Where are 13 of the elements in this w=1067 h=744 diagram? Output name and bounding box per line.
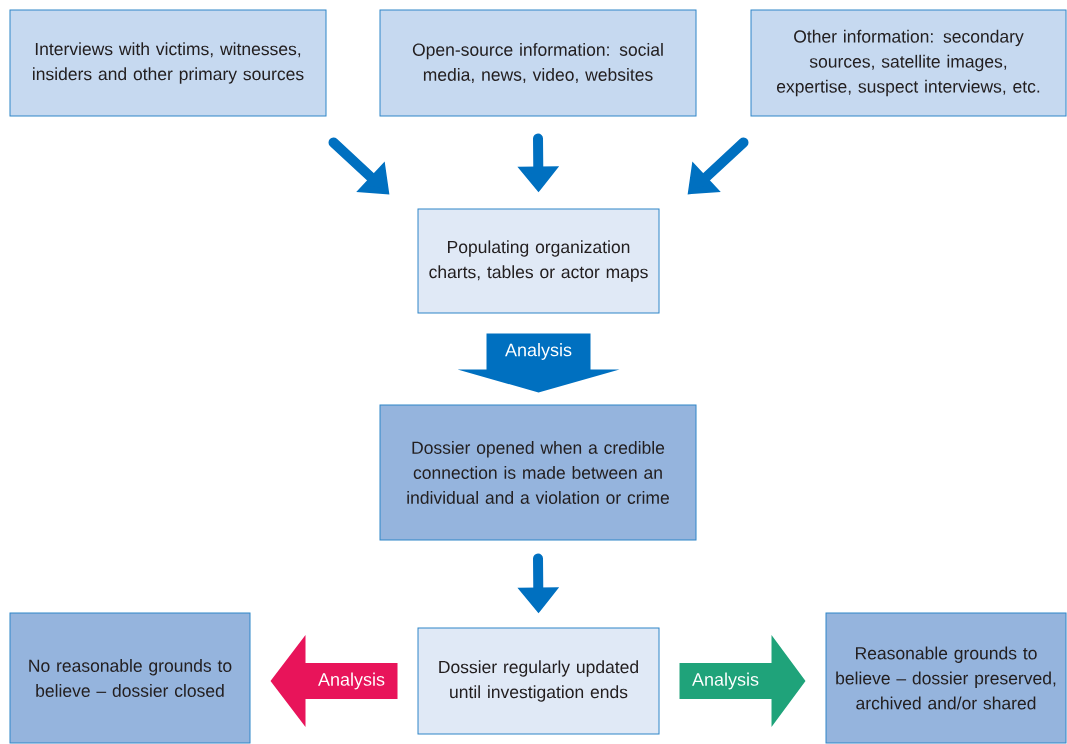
block-arrow (270, 635, 398, 727)
process-box: Open-source information: social media, news, video, websites (379, 9, 697, 117)
block-arrow (679, 635, 806, 727)
process-box: Reasonable grounds to believe – dossier preserved, archived and/or shared (825, 612, 1067, 744)
process-box: No reasonable grounds to believe – dossier closed (9, 612, 251, 744)
edge-label: Analysis (318, 672, 385, 690)
process-box: Dossier opened when a credible connection is made between an individual and a violation or crime (379, 404, 697, 541)
process-box: Dossier regularly updated until investigation ends (417, 627, 660, 735)
edge-label: Analysis (505, 343, 572, 360)
process-box: Populating organization charts, tables or actor maps (417, 208, 660, 314)
edge-label: Analysis (692, 672, 759, 690)
process-box: Interviews with victims, witnesses, insiders and other primary sources (9, 9, 327, 117)
process-box: Other information: secondary sources, satellite images, expertise, suspect interviews, etc. (750, 9, 1067, 117)
